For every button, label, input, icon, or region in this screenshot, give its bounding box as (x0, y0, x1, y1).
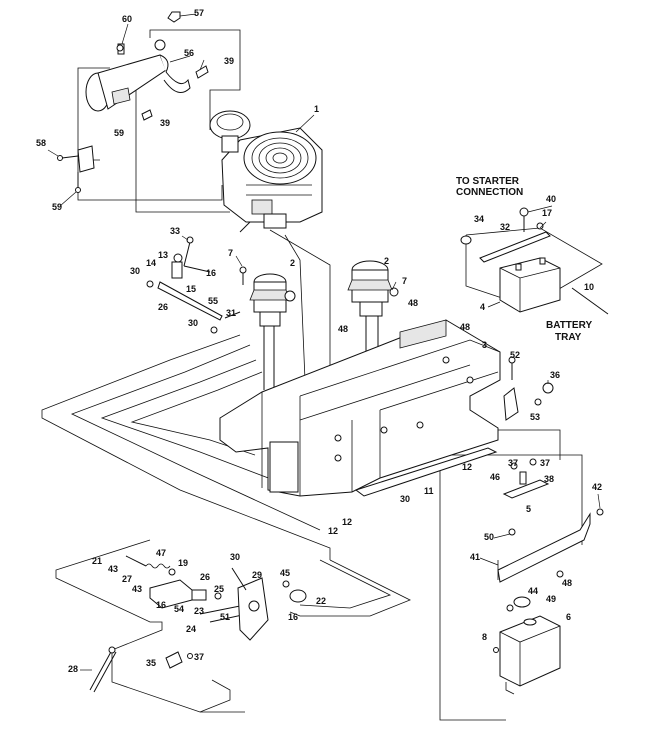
callout-25: 25 (214, 584, 224, 594)
callout-2-left: 2 (290, 258, 295, 268)
callout-55: 55 (208, 296, 218, 306)
callout-58: 58 (36, 138, 46, 148)
callout-2-right: 2 (384, 256, 389, 266)
callout-16-top: 16 (206, 268, 216, 278)
hydraulic-pump-left (239, 266, 296, 395)
callout-24: 24 (186, 624, 196, 634)
callout-45: 45 (280, 568, 290, 578)
callout-53: 53 (530, 412, 540, 422)
callout-15: 15 (186, 284, 196, 294)
callout-43-a: 43 (108, 564, 118, 574)
engine (209, 110, 323, 233)
battery-tray-label-line1: BATTERY (546, 320, 592, 331)
callout-27: 27 (122, 574, 132, 584)
callout-33: 33 (170, 226, 180, 236)
callout-54: 54 (174, 604, 184, 614)
callout-56: 56 (184, 48, 194, 58)
callout-31: 31 (226, 308, 236, 318)
callout-47: 47 (156, 548, 166, 558)
callout-30-b: 30 (188, 318, 198, 328)
callout-5: 5 (526, 504, 531, 514)
leader-lines (47, 13, 601, 671)
callout-22: 22 (316, 596, 326, 606)
to-starter-label-line2: CONNECTION (456, 187, 523, 198)
callout-28: 28 (68, 664, 78, 674)
callout-12-c: 12 (328, 526, 338, 536)
callout-48-c: 48 (460, 322, 470, 332)
hydraulic-pump-right (347, 260, 399, 365)
callout-29: 29 (252, 570, 262, 580)
callout-7-left: 7 (228, 248, 233, 258)
battery-tray-label-line2: TRAY (555, 332, 582, 343)
callout-1: 1 (314, 104, 319, 114)
callout-34: 34 (474, 214, 484, 224)
callout-48-b: 48 (338, 324, 348, 334)
callout-8: 8 (482, 632, 487, 642)
callout-48-d: 48 (562, 578, 572, 588)
callout-10: 10 (584, 282, 594, 292)
callout-19: 19 (178, 558, 188, 568)
callout-3: 3 (482, 340, 487, 350)
callout-35: 35 (146, 658, 156, 668)
callout-46: 46 (490, 472, 500, 482)
callout-26-low: 26 (200, 572, 210, 582)
callouts: 1 2 2 3 4 5 6 7 7 8 10 11 12 12 12 13 14… (36, 8, 602, 674)
callout-17: 17 (542, 208, 552, 218)
callout-12-a: 12 (462, 462, 472, 472)
callout-59-low: 59 (52, 202, 62, 212)
callout-44: 44 (528, 586, 538, 596)
callout-37-c: 37 (194, 652, 204, 662)
callout-30-c: 30 (400, 494, 410, 504)
callout-6: 6 (566, 612, 571, 622)
callout-21: 21 (92, 556, 102, 566)
callout-12-b: 12 (342, 517, 352, 527)
upper-control-linkage (146, 236, 241, 334)
callout-7-right: 7 (402, 276, 407, 286)
callout-26-top: 26 (158, 302, 168, 312)
lower-control-assembly (89, 555, 307, 693)
callout-43-b: 43 (132, 584, 142, 594)
main-frame (219, 319, 501, 497)
right-brackets (497, 356, 604, 612)
callout-36: 36 (550, 370, 560, 380)
callout-11: 11 (424, 486, 434, 496)
callout-48-a: 48 (408, 298, 418, 308)
callout-51: 51 (220, 612, 230, 622)
callout-41: 41 (470, 552, 480, 562)
callout-60: 60 (122, 14, 132, 24)
callout-50: 50 (484, 532, 494, 542)
callout-57: 57 (194, 8, 204, 18)
callout-13: 13 (158, 250, 168, 260)
battery-area (460, 207, 609, 315)
callout-49: 49 (546, 594, 556, 604)
callout-40: 40 (546, 194, 556, 204)
callout-32: 32 (500, 222, 510, 232)
callout-14: 14 (146, 258, 156, 268)
callout-30-d: 30 (230, 552, 240, 562)
callout-16-mid: 16 (156, 600, 166, 610)
muffler-assembly (57, 11, 209, 193)
callout-59-top: 59 (114, 128, 124, 138)
callout-23: 23 (194, 606, 204, 616)
callout-37-b: 37 (540, 458, 550, 468)
to-starter-label-line1: TO STARTER (456, 176, 520, 187)
callout-38: 38 (544, 474, 554, 484)
hydraulic-reservoir (493, 615, 561, 695)
callout-37-a: 37 (508, 458, 518, 468)
callout-52: 52 (510, 350, 520, 360)
callout-16-low: 16 (288, 612, 298, 622)
callout-42: 42 (592, 482, 602, 492)
wire-harness (41, 29, 603, 721)
callout-39-top: 39 (224, 56, 234, 66)
callout-30-a: 30 (130, 266, 140, 276)
callout-39-low: 39 (160, 118, 170, 128)
callout-4: 4 (480, 302, 485, 312)
